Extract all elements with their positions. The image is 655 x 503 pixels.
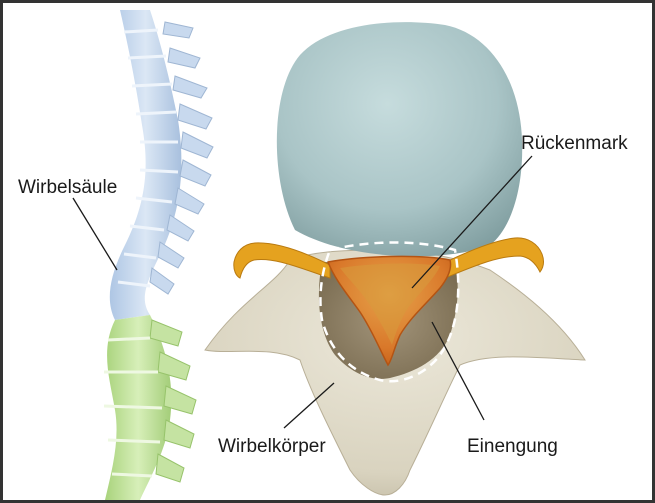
label-vertebral-body: Wirbelkörper — [218, 436, 326, 457]
vertebra-cross-section — [205, 22, 585, 495]
spine-column-graphic — [104, 10, 213, 500]
leader-line-spine — [73, 198, 117, 270]
intervertebral-disc — [277, 22, 522, 256]
label-narrowing: Einengung — [467, 436, 558, 457]
label-spinal-cord: Rückenmark — [521, 133, 628, 154]
label-spine: Wirbelsäule — [18, 177, 117, 198]
